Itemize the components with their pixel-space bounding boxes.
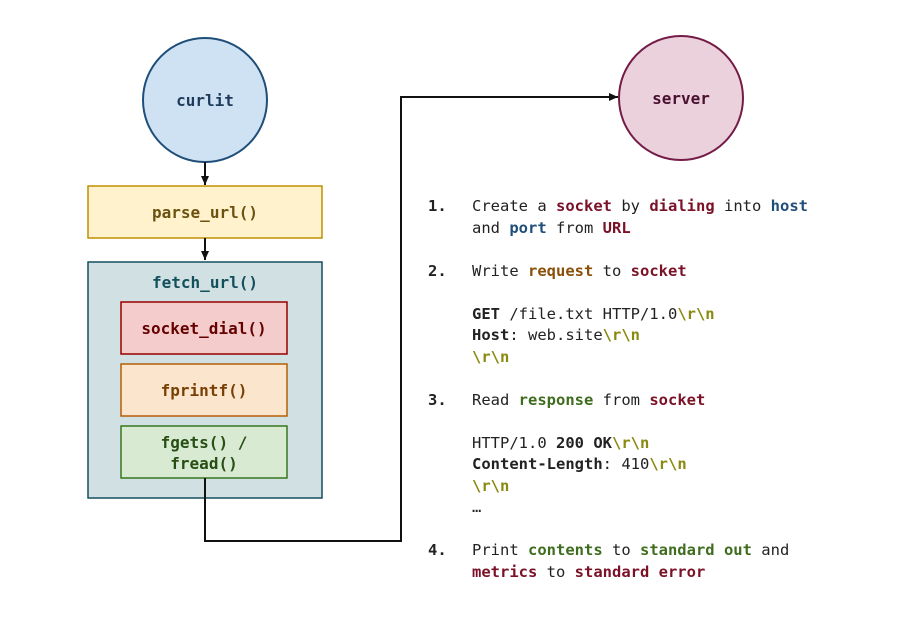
term-metrics: metrics bbox=[472, 562, 538, 581]
term-url: URL bbox=[602, 218, 631, 237]
crlf: \r\n bbox=[612, 433, 650, 452]
step-1-line2: and port from URL bbox=[472, 218, 898, 240]
parse-url-box: parse_url() bbox=[87, 185, 323, 239]
term-request: request bbox=[528, 261, 594, 280]
step-text: Write bbox=[472, 261, 528, 280]
step-4-line1: Print contents to standard out and bbox=[472, 540, 898, 562]
step-4: 4. Print contents to standard out and me… bbox=[428, 540, 898, 583]
step-text: to bbox=[593, 261, 631, 280]
step-text: Print bbox=[472, 541, 528, 559]
step-2-line1: Write request to socket bbox=[472, 261, 898, 283]
term-socket: socket bbox=[556, 197, 612, 215]
step-4-line2: metrics to standard error bbox=[472, 562, 898, 584]
term-response: response bbox=[518, 390, 594, 409]
crlf: \r\n bbox=[649, 455, 687, 473]
request-line: GET /file.txt HTTP/1.0\r\n bbox=[472, 304, 898, 326]
fgets-label-line2: fread() bbox=[170, 454, 237, 473]
step-text: and bbox=[751, 541, 790, 559]
step-3-line1: Read response from socket bbox=[472, 390, 898, 412]
socket-dial-label: socket_dial() bbox=[141, 319, 266, 338]
step-text: from bbox=[546, 218, 603, 237]
fetch-url-label: fetch_url() bbox=[152, 273, 258, 292]
response-status-line: HTTP/1.0 200 OK\r\n bbox=[472, 433, 898, 455]
socket-dial-box: socket_dial() bbox=[120, 301, 288, 355]
term-dialing: dialing bbox=[649, 197, 715, 215]
parse-url-label: parse_url() bbox=[152, 203, 258, 222]
step-text: into bbox=[714, 197, 771, 215]
term-standard-error: standard error bbox=[574, 562, 706, 581]
step-2: 2. Write request to socket GET /file.txt… bbox=[428, 261, 898, 369]
step-text: from bbox=[593, 390, 650, 409]
response-content-length: Content-Length: 410\r\n bbox=[472, 454, 898, 476]
step-2-number: 2. bbox=[428, 261, 447, 280]
response-blank-line: \r\n bbox=[472, 476, 898, 498]
ellipsis: … bbox=[472, 498, 482, 516]
term-standard-out: standard out bbox=[639, 541, 752, 559]
step-text: to bbox=[537, 562, 575, 581]
term-socket: socket bbox=[649, 390, 706, 409]
crlf: \r\n bbox=[677, 304, 715, 323]
http-version: HTTP/1.0 bbox=[472, 433, 556, 452]
term-host: host bbox=[770, 197, 808, 215]
http-path: /file.txt HTTP/1.0 bbox=[500, 304, 678, 323]
response-ellipsis: … bbox=[472, 497, 898, 519]
server-node: server bbox=[618, 35, 744, 161]
header-value: : 410 bbox=[602, 455, 650, 473]
steps-list: 1. Create a socket by dialing into host … bbox=[428, 196, 898, 583]
curlit-label: curlit bbox=[176, 91, 234, 110]
crlf: \r\n bbox=[472, 347, 510, 366]
fgets-fread-box: fgets() / fread() bbox=[120, 425, 288, 479]
step-text: to bbox=[602, 541, 640, 559]
step-1-line1: Create a socket by dialing into host bbox=[472, 196, 898, 218]
request-blank-line: \r\n bbox=[472, 347, 898, 369]
fgets-label-line1: fgets() / bbox=[161, 433, 248, 452]
step-text: Create a bbox=[472, 197, 556, 215]
term-port: port bbox=[509, 218, 547, 237]
term-contents: contents bbox=[528, 541, 603, 559]
arrow-fgets-to-server bbox=[204, 93, 618, 542]
fprintf-box: fprintf() bbox=[120, 363, 288, 417]
step-4-number: 4. bbox=[428, 541, 447, 559]
crlf: \r\n bbox=[472, 476, 510, 495]
fprintf-label: fprintf() bbox=[161, 381, 248, 400]
header-value: : web.site bbox=[509, 326, 603, 344]
step-3: 3. Read response from socket HTTP/1.0 20… bbox=[428, 390, 898, 519]
step-text: by bbox=[612, 197, 650, 215]
step-1-number: 1. bbox=[428, 197, 447, 215]
term-socket: socket bbox=[630, 261, 687, 280]
http-status: 200 OK bbox=[556, 433, 612, 452]
request-host-header: Host: web.site\r\n bbox=[472, 325, 898, 347]
step-text: Read bbox=[472, 390, 519, 409]
server-label: server bbox=[652, 89, 710, 108]
step-text: and bbox=[472, 218, 510, 237]
header-key: Content-Length bbox=[472, 455, 603, 473]
curlit-node: curlit bbox=[142, 37, 268, 163]
step-1: 1. Create a socket by dialing into host … bbox=[428, 196, 898, 239]
header-key: Host bbox=[472, 326, 510, 344]
step-3-number: 3. bbox=[428, 390, 447, 409]
http-method: GET bbox=[472, 304, 500, 323]
crlf: \r\n bbox=[602, 326, 640, 344]
